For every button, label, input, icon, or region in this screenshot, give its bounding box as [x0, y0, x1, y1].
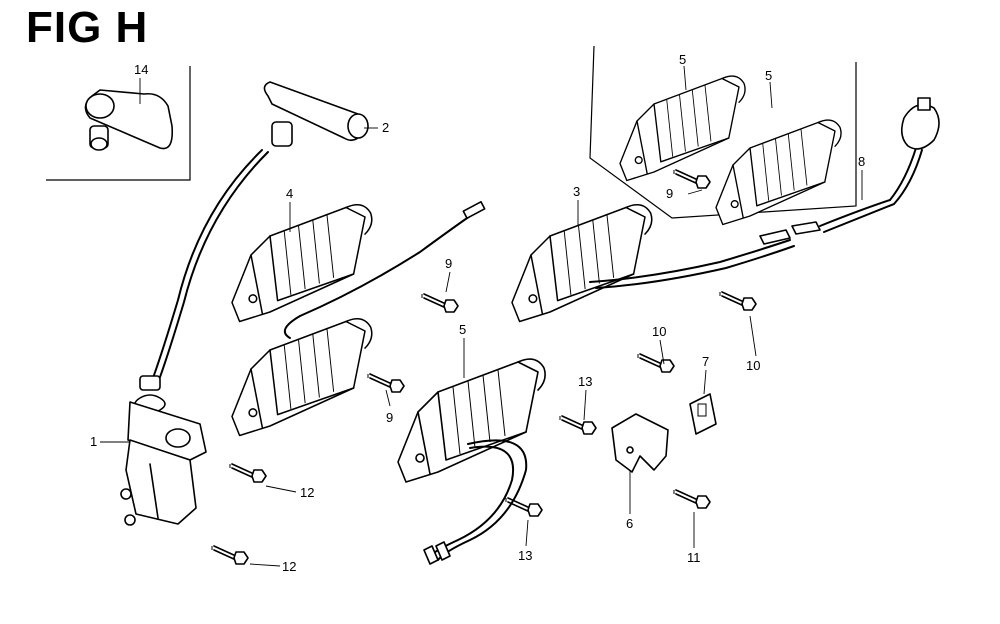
callout-5-option-b: 5 [765, 68, 772, 83]
part-8-lead-wire [819, 97, 940, 233]
callout-7: 7 [702, 354, 709, 369]
bolt-13-lower [505, 497, 543, 517]
part-3-exciter-coil [511, 203, 653, 323]
bolt-11 [673, 489, 711, 509]
callout-5: 5 [459, 322, 466, 337]
bolt-10-mid [637, 353, 675, 373]
part-5-option-coil-b [715, 119, 842, 226]
part-6-bracket [611, 413, 669, 473]
callout-14: 14 [134, 62, 148, 77]
part-14-spark-plug-cap [84, 89, 174, 151]
callout-11: 11 [687, 550, 701, 565]
part-5-option-coil-a [619, 75, 746, 182]
callout-3: 3 [573, 184, 580, 199]
callout-9-mid: 9 [386, 410, 393, 425]
pulser-coil-lower [231, 317, 373, 437]
callout-2: 2 [382, 120, 389, 135]
bolt-13-upper [559, 415, 597, 435]
part-4-pulser-coil [231, 203, 373, 323]
part-7-clip [689, 393, 717, 435]
bolt-12-lower [211, 545, 249, 565]
callout-9-top: 9 [445, 256, 452, 271]
part-5-charge-coil [397, 358, 546, 483]
coil-wires [283, 200, 821, 565]
bolt-9-mid [367, 373, 405, 393]
callout-13-lower: 13 [518, 548, 532, 563]
callout-9-option: 9 [666, 186, 673, 201]
bolt-10-right [719, 291, 757, 311]
bolt-9-top [421, 293, 459, 313]
callout-1: 1 [90, 434, 97, 449]
callout-12-upper: 12 [300, 485, 314, 500]
leader-lines [100, 65, 863, 567]
figure-title: FIG H [26, 3, 149, 52]
part-1-ignition-coil [120, 375, 207, 526]
part-2-plug-cap [149, 81, 369, 389]
callout-13-upper: 13 [578, 374, 592, 389]
callout-12-lower: 12 [282, 559, 296, 574]
part-14-frame [46, 66, 191, 181]
callout-8: 8 [858, 154, 865, 169]
optional-coils-frame [589, 45, 857, 219]
callout-10-right: 10 [746, 358, 760, 373]
callout-6: 6 [626, 516, 633, 531]
bolt-9-option [673, 169, 711, 189]
callout-5-option-a: 5 [679, 52, 686, 67]
callout-4: 4 [286, 186, 293, 201]
bolt-12-upper [229, 463, 267, 483]
callout-10-mid: 10 [652, 324, 666, 339]
